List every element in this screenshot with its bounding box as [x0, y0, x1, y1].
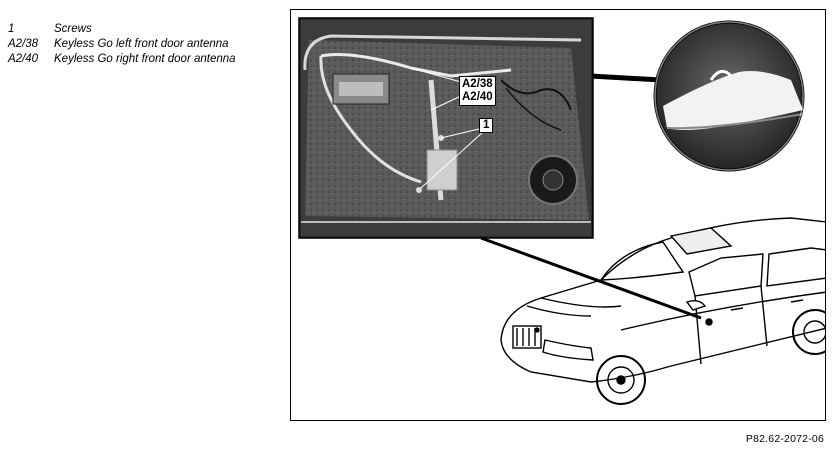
legend-code: A2/40 — [8, 53, 39, 65]
legend-description: Keyless Go right front door antenna — [54, 53, 236, 65]
legend-description: Screws — [54, 23, 92, 35]
legend-description: Keyless Go left front door antenna — [54, 38, 229, 50]
legend-item-left-antenna: A2/38 Keyless Go left front door antenna — [8, 37, 278, 52]
callout-a2-40: A2/40 — [462, 91, 493, 103]
diagram-figure: A2/38 A2/40 1 — [290, 9, 826, 421]
callout-antenna-codes: A2/38 A2/40 — [459, 76, 496, 106]
callout-a2-38: A2/38 — [462, 78, 493, 90]
legend-code: A2/38 — [8, 38, 39, 50]
car-illustration — [500, 217, 825, 405]
legend: 1 Screws A2/38 Keyless Go left front doo… — [8, 22, 278, 67]
door-interior-photo — [298, 17, 594, 239]
callout-screws: 1 — [479, 118, 494, 133]
car-leader-line — [480, 236, 702, 320]
legend-item-screws: 1 Screws — [8, 22, 278, 37]
legend-item-right-antenna: A2/40 Keyless Go right front door antenn… — [8, 52, 278, 67]
zoom-detail-circle — [653, 20, 805, 172]
diagram-illustration — [298, 17, 825, 405]
figure-reference-code: P82.62-2072-06 — [745, 433, 824, 445]
legend-code: 1 — [8, 23, 15, 35]
